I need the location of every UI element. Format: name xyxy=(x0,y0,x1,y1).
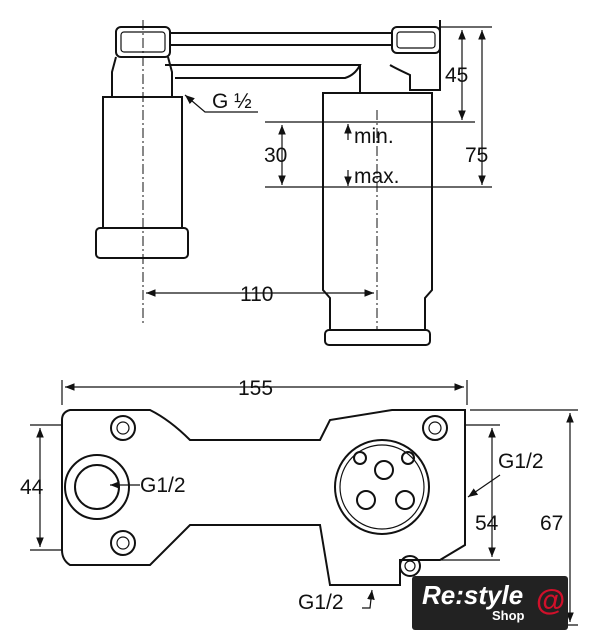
dim-155: 155 xyxy=(238,377,273,400)
plan-view xyxy=(30,380,578,626)
thread-label-bottom: G1/2 xyxy=(298,591,344,614)
thread-label-left: G1/2 xyxy=(140,474,186,497)
side-view xyxy=(95,20,492,346)
dim-44: 44 xyxy=(20,476,44,499)
logo-sub-text: Shop xyxy=(492,608,525,623)
restyle-shop-logo: Re:style Shop @ xyxy=(412,576,568,630)
min-label: min. xyxy=(354,125,394,148)
dim-67: 67 xyxy=(540,512,563,535)
dim-30: 30 xyxy=(264,144,287,167)
dim-110: 110 xyxy=(240,283,273,306)
thread-label-top: G ½ xyxy=(212,90,252,113)
logo-main-text: Re:style xyxy=(422,580,524,610)
cart-at-icon: @ xyxy=(536,584,566,617)
dim-54: 54 xyxy=(475,512,499,535)
dim-75: 75 xyxy=(465,144,488,167)
max-label: max. xyxy=(354,165,400,188)
dim-45: 45 xyxy=(445,64,468,87)
thread-label-right: G1/2 xyxy=(498,450,544,473)
